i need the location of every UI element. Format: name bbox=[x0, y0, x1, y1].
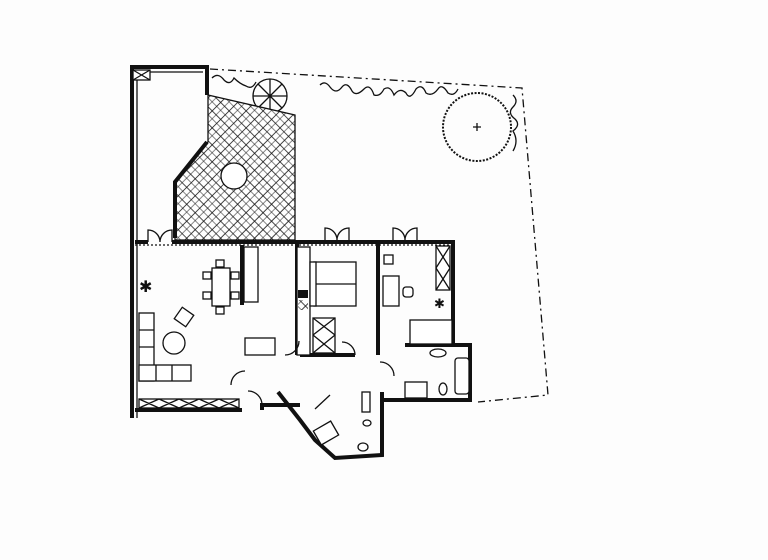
entrance-hall bbox=[276, 390, 384, 461]
entrance-door bbox=[314, 394, 331, 410]
study-chair bbox=[383, 254, 394, 265]
tree-center-mark bbox=[473, 123, 481, 131]
study-bed bbox=[409, 319, 453, 345]
sofa bbox=[138, 312, 192, 382]
balcony bbox=[130, 65, 209, 418]
planter-cross bbox=[132, 69, 151, 81]
bedroom-door bbox=[341, 341, 356, 356]
shelf-cross bbox=[435, 245, 451, 291]
garden-doors bbox=[147, 227, 418, 243]
bathroom bbox=[404, 348, 470, 399]
desk-chair bbox=[402, 286, 414, 298]
plant-icon: ✱ bbox=[434, 297, 445, 312]
cabinet-cross bbox=[138, 398, 240, 409]
garden-boundary bbox=[209, 68, 549, 403]
tree bbox=[442, 92, 512, 162]
building-walls bbox=[135, 240, 472, 412]
entrance-cabinet bbox=[361, 391, 371, 413]
plant-icon: ✱ bbox=[139, 277, 152, 296]
dining-table bbox=[202, 259, 240, 315]
armchair bbox=[173, 306, 195, 328]
wc bbox=[357, 442, 369, 452]
hedge bbox=[319, 82, 519, 152]
wardrobe-cross bbox=[312, 317, 336, 354]
entrance-bench bbox=[312, 420, 340, 446]
wc-sink bbox=[362, 419, 372, 427]
terrace-table bbox=[220, 162, 248, 190]
study-shelf bbox=[435, 245, 451, 291]
desk bbox=[382, 275, 400, 307]
counter bbox=[243, 246, 259, 303]
kitchen bbox=[296, 246, 311, 356]
coffee-table bbox=[162, 331, 186, 355]
bedroom-wardrobe bbox=[312, 317, 336, 354]
hedge bbox=[211, 74, 257, 88]
double-bed bbox=[309, 261, 357, 307]
hall-door bbox=[230, 340, 395, 406]
terrace-wall bbox=[173, 140, 209, 238]
wardrobe bbox=[244, 337, 276, 356]
